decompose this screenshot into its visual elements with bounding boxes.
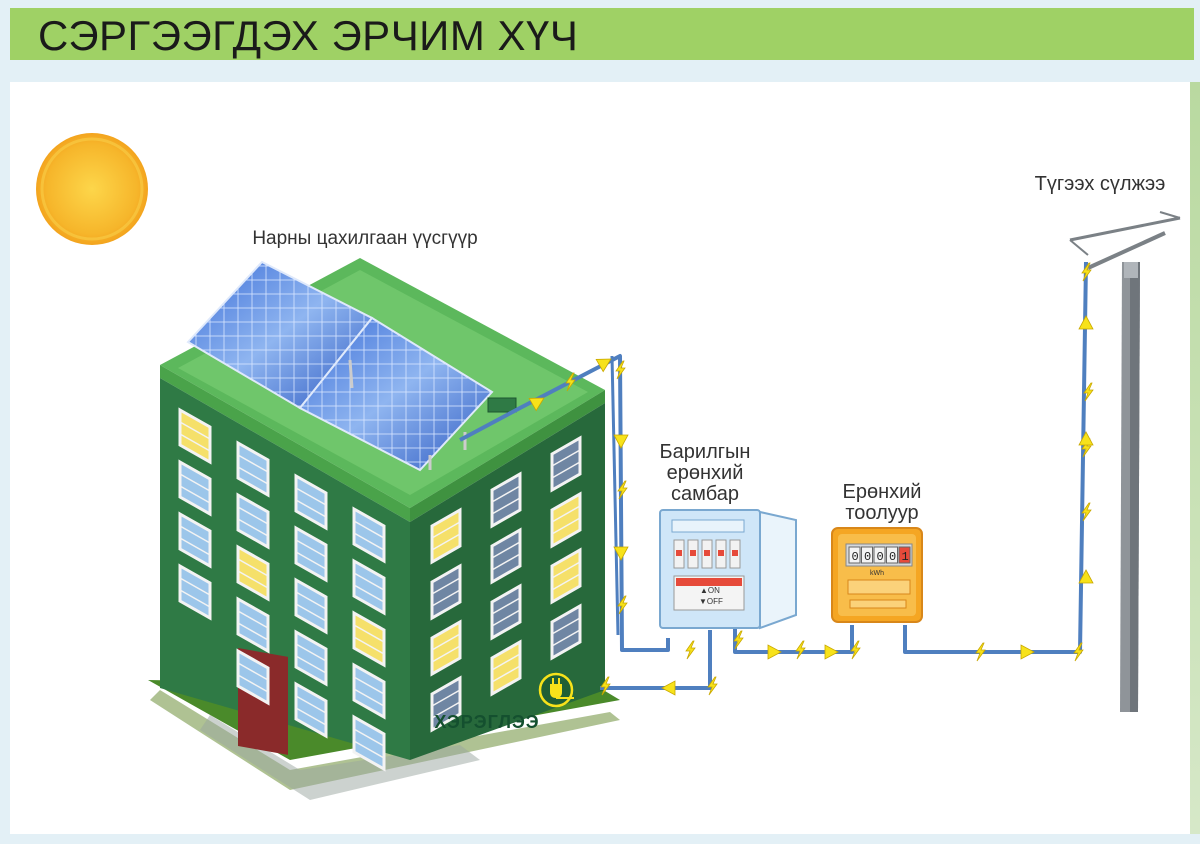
building-board-label: Барилгын ерөнхий самбар <box>659 441 751 505</box>
switch-on-label: ▲ON <box>700 586 720 595</box>
arrow-icon <box>824 644 839 660</box>
lightning-icon <box>685 640 696 660</box>
window <box>178 459 212 517</box>
arrow-icon <box>767 644 782 660</box>
window <box>490 583 522 641</box>
meter-unit: kWh <box>870 570 884 577</box>
side-windows <box>430 435 582 733</box>
window <box>490 471 522 529</box>
window <box>294 473 328 531</box>
window <box>294 629 328 687</box>
meter-digit: 0 <box>877 550 884 564</box>
window <box>178 407 212 465</box>
window <box>430 563 462 621</box>
window <box>430 675 462 733</box>
window <box>550 491 582 549</box>
lightning-icon <box>975 642 986 662</box>
window <box>236 492 270 550</box>
arrow-icon <box>661 680 676 696</box>
window <box>550 435 582 493</box>
window <box>178 511 212 569</box>
meter-digit: 0 <box>889 550 896 564</box>
arrow-icon <box>1078 315 1094 330</box>
window <box>236 648 270 706</box>
utility-pole <box>1069 211 1181 712</box>
meter-digit: 0 <box>852 550 859 564</box>
window <box>352 558 386 616</box>
switch-off-label: ▼OFF <box>699 597 723 606</box>
window <box>550 547 582 605</box>
window <box>352 506 386 564</box>
window <box>352 610 386 668</box>
arrow-icon <box>1078 431 1094 446</box>
appliances-label: ХЭРЭГЛЭЭ <box>434 712 540 732</box>
main-meter-label: Ерөнхий тоолуур <box>842 481 922 524</box>
window <box>178 563 212 621</box>
sun-icon <box>36 133 148 245</box>
header-bar: СЭРГЭЭГДЭХ ЭРЧИМ ХҮЧ <box>10 8 1194 60</box>
window <box>352 662 386 720</box>
window <box>294 525 328 583</box>
solar-panels <box>186 260 517 472</box>
lightning-icon <box>795 640 806 660</box>
meter-digit-cell <box>886 546 898 564</box>
window <box>430 507 462 565</box>
meter-digit: 0 <box>864 550 871 564</box>
arrow-icon <box>1020 644 1035 660</box>
edge-strip <box>1190 82 1200 834</box>
meter-digit-cell <box>873 546 886 564</box>
window <box>236 596 270 654</box>
plug-icon <box>538 672 574 708</box>
window <box>294 681 328 739</box>
window <box>352 714 386 772</box>
window <box>490 527 522 585</box>
solar-generator-label: Нарны цахилгаан үүсгүүр <box>252 228 478 249</box>
meter-digit-cell <box>861 546 873 564</box>
front-windows <box>178 407 386 772</box>
meter-digit-cell <box>898 546 911 564</box>
distribution-grid-label: Түгээх сүлжээ <box>1034 173 1166 195</box>
arrow-icon <box>613 434 629 449</box>
window <box>550 603 582 661</box>
window <box>430 619 462 677</box>
window <box>490 639 522 697</box>
page-title: СЭРГЭЭГДЭХ ЭРЧИМ ХҮЧ <box>38 12 579 59</box>
window <box>236 544 270 602</box>
window <box>236 440 270 498</box>
window <box>294 577 328 635</box>
meter-digit: 1 <box>902 550 909 564</box>
meter-digit-cell <box>848 546 861 564</box>
distribution-board <box>659 509 797 630</box>
